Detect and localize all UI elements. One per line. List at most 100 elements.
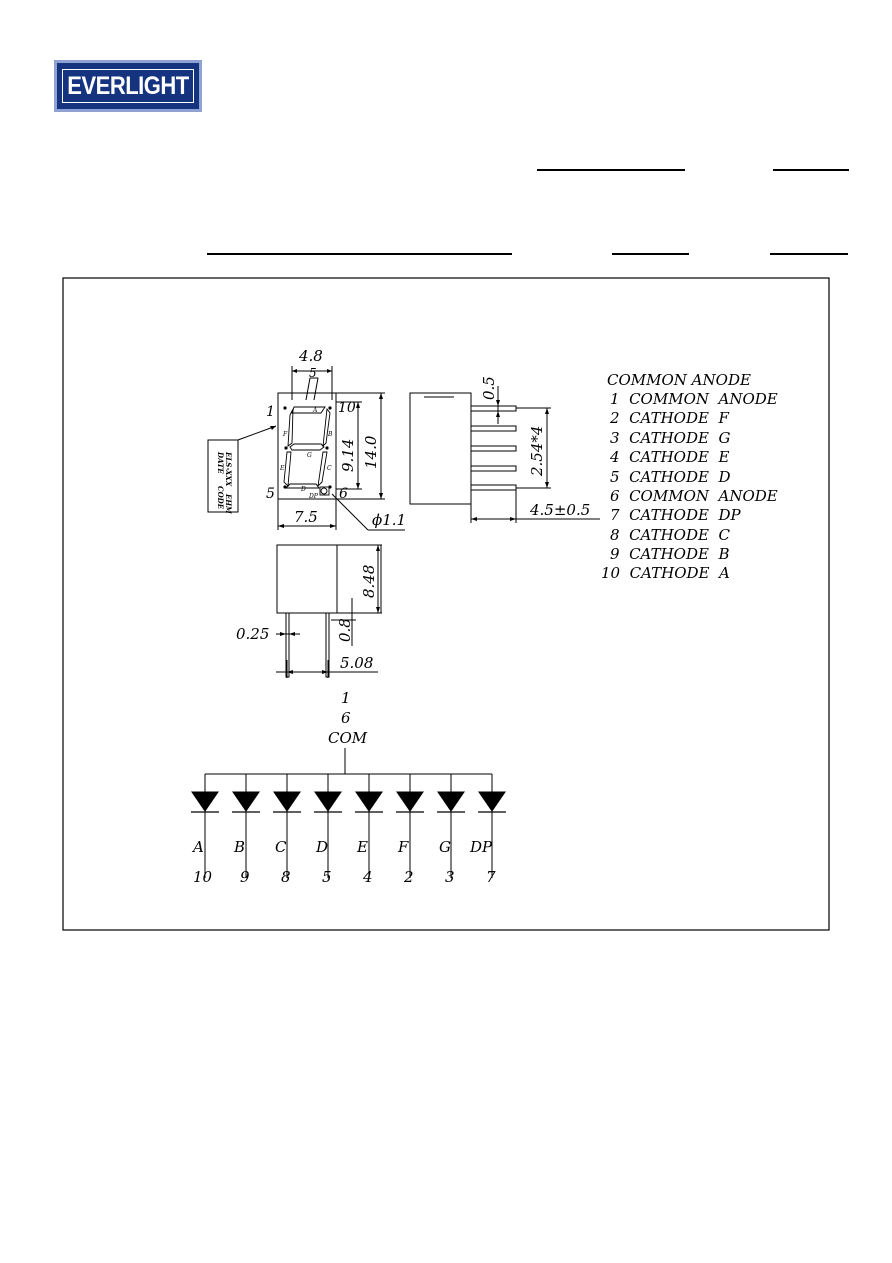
segment-pin-label: 8	[281, 868, 291, 886]
diode-triangle	[437, 791, 465, 812]
segment-e	[283, 451, 292, 487]
header-field-line-3	[207, 253, 512, 255]
dim-0-8: 0.8	[336, 618, 354, 642]
pin-row: 1 COMMON ANODE	[610, 390, 778, 408]
marking-line-3: CODE	[216, 486, 225, 510]
seg-label-c: C	[327, 465, 332, 472]
segment-dp	[320, 487, 328, 495]
dim-5-08: 5.08	[340, 654, 373, 672]
pin-table: COMMON ANODE 1 COMMON ANODE 2 CATHODE F …	[601, 371, 778, 582]
segment-a	[291, 406, 326, 414]
side-pin-1	[470, 405, 517, 412]
dim-4-8: 4.8	[298, 347, 323, 365]
pin-row: 8 CATHODE C	[610, 526, 730, 544]
segment-pin-label: 4	[362, 868, 373, 886]
segment-name-label: B	[233, 838, 245, 856]
front-view-text: 4.8 5 9.14 14.0 7.5 ϕ1.1 1 10 5 6 A F B …	[216, 347, 406, 529]
pin-label-6: 6	[339, 486, 348, 502]
seg-label-b: B	[327, 431, 333, 438]
dim-8-48: 8.48	[360, 565, 378, 598]
diode-d: D5	[314, 774, 342, 886]
marking-box	[207, 439, 239, 513]
segment-name-label: DP	[469, 838, 493, 856]
pin-row: 9 CATHODE B	[610, 545, 730, 563]
side-pin-4	[470, 465, 517, 472]
pin-row: 2 CATHODE F	[609, 409, 729, 427]
dim-leader-phi	[331, 493, 369, 531]
segment-g	[289, 443, 325, 451]
segment-pin-label: 7	[486, 868, 496, 886]
side-pin-2	[470, 425, 517, 432]
header-field-line-5	[770, 253, 848, 255]
dim-5: 5	[309, 366, 317, 380]
diode-g: G3	[437, 774, 465, 886]
seg-label-a: A	[312, 407, 318, 414]
diode-e: E4	[355, 774, 383, 886]
segment-name-label: E	[356, 838, 368, 856]
com-label: COM	[328, 729, 368, 747]
pin-label-10: 10	[338, 400, 356, 416]
segment-name-label: A	[191, 838, 204, 856]
diode-b: B9	[232, 774, 260, 886]
marking-line-2: DATE	[216, 451, 225, 474]
com-pin-1: 1	[341, 689, 351, 707]
side-view	[409, 386, 600, 523]
segment-pin-label: 10	[193, 868, 213, 886]
dim-4-5: 4.5±0.5	[529, 501, 590, 519]
dim-7-5: 7.5	[294, 508, 318, 526]
side-pin-5	[470, 484, 517, 491]
diode-triangle	[314, 791, 342, 812]
segment-pin-label: 2	[403, 868, 414, 886]
pin-row: 7 CATHODE DP	[610, 506, 741, 524]
marking-line-1: ELS-XXX	[224, 451, 233, 487]
front-view	[207, 366, 405, 531]
everlight-logo: EVERLIGHT	[54, 60, 202, 112]
diode-dp: DP 7	[469, 774, 506, 886]
logo-text: EVERLIGHT	[67, 71, 189, 100]
header-field-line-4	[612, 253, 689, 255]
segment-f	[287, 408, 294, 447]
pin-row: 10 CATHODE A	[601, 564, 730, 582]
segment-name-label: D	[315, 838, 328, 856]
diode-triangle	[355, 791, 383, 812]
dim-9-14: 9.14	[339, 439, 357, 472]
pin-row: 5 CATHODE D	[610, 468, 731, 486]
pin-table-title: COMMON ANODE	[607, 371, 751, 389]
seg-label-g: G	[307, 452, 312, 459]
marking-line-4: EHM	[224, 493, 233, 514]
pin-row: 6 COMMON ANODE	[610, 487, 778, 505]
drawing-frame	[62, 277, 830, 931]
side-view-text: 0.5 2.54*4 4.5±0.5	[480, 376, 590, 519]
segment-pin-label: 5	[322, 868, 332, 886]
dim-2-54x4: 2.54*4	[528, 426, 546, 477]
pin-label-5: 5	[266, 486, 275, 502]
seg-label-e: E	[279, 465, 285, 472]
diode-triangle	[232, 791, 260, 812]
segment-name-label: F	[397, 838, 409, 856]
segment-pin-label: 3	[445, 868, 455, 886]
segment-pin-label: 9	[240, 868, 250, 886]
schematic-wires	[205, 748, 492, 775]
dp-box	[319, 486, 330, 496]
bottom-view-text: 8.48 0.25 0.8 5.08	[236, 565, 378, 672]
schematic-header: 1 6 COM	[328, 689, 368, 747]
diode-c: C8	[273, 774, 301, 886]
diode-a: A 10	[191, 774, 219, 886]
dim-0-5: 0.5	[480, 376, 498, 400]
header-field-line-2	[773, 169, 849, 171]
com-pin-6: 6	[341, 709, 351, 727]
diode-triangle	[396, 791, 424, 812]
seg-label-dp: DP	[308, 493, 319, 500]
diode-triangle	[191, 791, 219, 812]
pin-label-1: 1	[266, 404, 275, 420]
segment-d	[284, 483, 320, 489]
dim-14-0: 14.0	[362, 435, 380, 469]
seg-label-f: F	[282, 431, 288, 438]
diode-f: F2	[396, 774, 424, 886]
segment-b	[322, 407, 331, 448]
segment-name-label: C	[275, 838, 287, 856]
logo-frame: EVERLIGHT	[62, 69, 194, 103]
pin-row: 4 CATHODE E	[609, 448, 729, 466]
